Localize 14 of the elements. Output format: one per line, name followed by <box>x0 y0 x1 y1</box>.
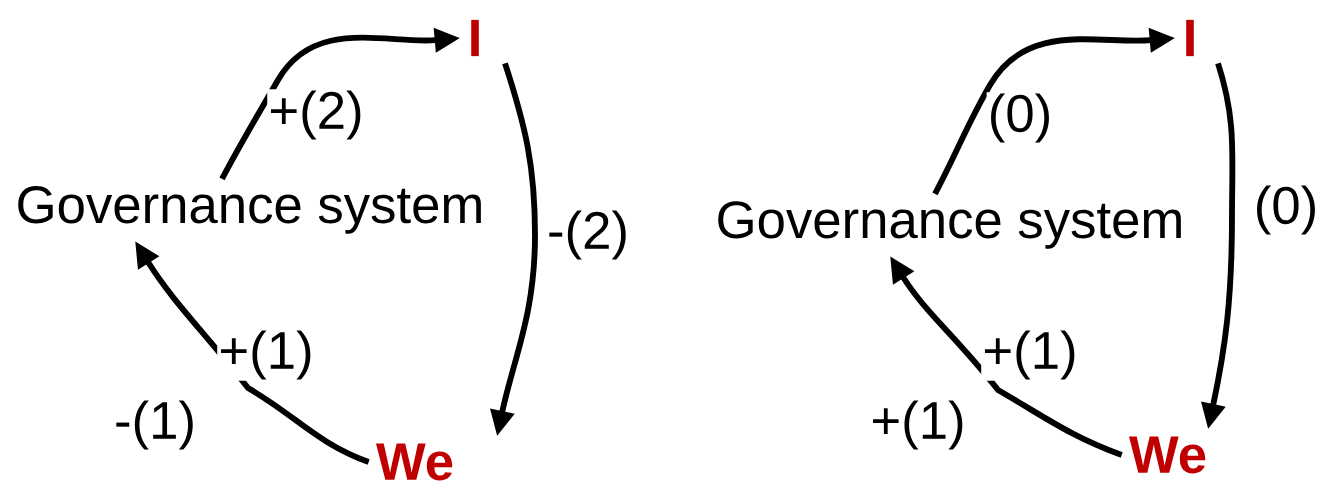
node-label: I <box>471 19 479 57</box>
edge-label: -(2) <box>545 209 631 261</box>
edge-label: (0) <box>986 92 1054 144</box>
edge-label: +(1) <box>217 329 315 381</box>
node-label: Governance system <box>18 186 481 234</box>
sign-label: -(1) <box>116 400 193 450</box>
node-label: Governance system <box>718 201 1181 249</box>
sign-label: +(1) <box>872 400 963 450</box>
edge-label: +(1) <box>981 329 1079 381</box>
node-label: We <box>1129 436 1206 474</box>
node-label: I <box>1186 19 1194 57</box>
node-label: We <box>376 443 453 481</box>
edge-label: (0) <box>1252 184 1320 236</box>
edge-label: +(2) <box>267 89 365 141</box>
